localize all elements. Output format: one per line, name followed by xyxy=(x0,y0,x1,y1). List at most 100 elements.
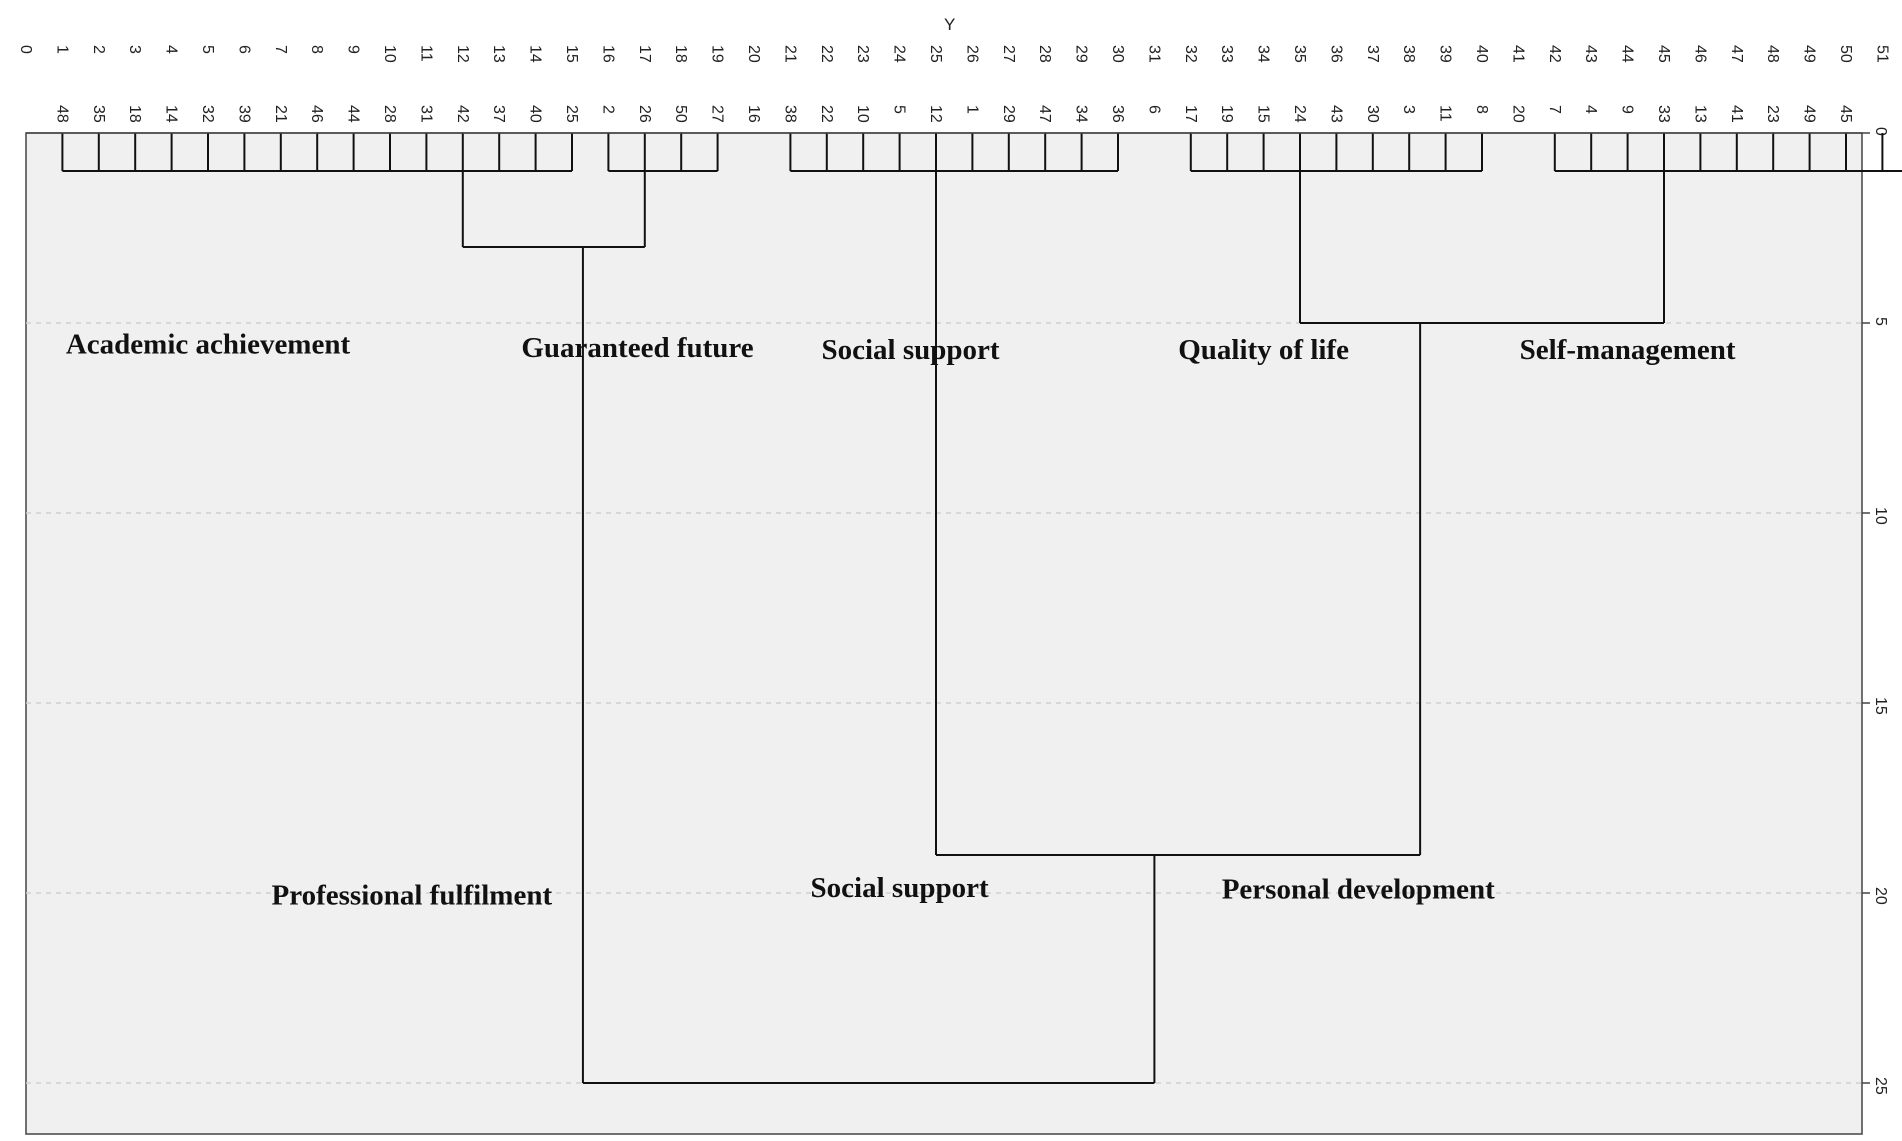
x-tick-label: 19 xyxy=(709,45,726,63)
x-tick-label: 31 xyxy=(1145,45,1162,63)
x-tick-label: 23 xyxy=(854,45,871,63)
x-tick-label: 28 xyxy=(1036,45,1053,63)
x-tick-label: 4 xyxy=(163,45,180,54)
leaf-label: 43 xyxy=(1327,105,1344,123)
x-tick-label: 2 xyxy=(90,45,107,54)
x-tick-label: 25 xyxy=(927,45,944,63)
x-tick-label: 30 xyxy=(1109,45,1126,63)
x-tick-label: 17 xyxy=(636,45,653,63)
leaf-label: 29 xyxy=(1000,105,1017,123)
leaf-label: 16 xyxy=(745,105,762,123)
x-tick-label: 38 xyxy=(1400,45,1417,63)
x-tick-label: 13 xyxy=(490,45,507,63)
x-tick-label: 42 xyxy=(1546,45,1563,63)
y-tick-label: 10 xyxy=(1872,507,1889,525)
leaf-label: 40 xyxy=(527,105,544,123)
x-tick-label: 44 xyxy=(1619,45,1636,63)
y-tick-label: 0 xyxy=(1872,127,1889,136)
x-tick-label: 36 xyxy=(1327,45,1344,63)
leaf-label: 1 xyxy=(963,105,980,114)
x-tick-label: 41 xyxy=(1509,45,1526,63)
x-tick-label: 29 xyxy=(1073,45,1090,63)
plot-panel xyxy=(25,132,1863,1135)
x-tick-label: 0 xyxy=(17,45,34,54)
cluster-label: Professional fulfilment xyxy=(272,879,553,911)
x-tick-label: 10 xyxy=(381,45,398,63)
x-tick-label: 7 xyxy=(272,45,289,54)
x-tick-label: 37 xyxy=(1364,45,1381,63)
leaf-label: 35 xyxy=(90,105,107,123)
x-tick-label: 45 xyxy=(1655,45,1672,63)
x-tick-label: 3 xyxy=(126,45,143,54)
x-tick-label: 8 xyxy=(308,45,325,54)
x-tick-label: 43 xyxy=(1582,45,1599,63)
leaf-label: 11 xyxy=(1437,105,1454,122)
x-tick-label: 18 xyxy=(672,45,689,63)
x-tick-label: 47 xyxy=(1728,45,1745,63)
x-tick-label: 48 xyxy=(1764,45,1781,63)
x-tick-label: 14 xyxy=(527,45,544,63)
x-tick-label: 49 xyxy=(1801,45,1818,63)
x-tick-label: 22 xyxy=(818,45,835,63)
leaf-label: 10 xyxy=(854,105,871,123)
leaf-label: 6 xyxy=(1145,105,1162,114)
x-tick-label: 6 xyxy=(235,45,252,54)
leaf-label: 13 xyxy=(1691,105,1708,123)
y-tick-label: 25 xyxy=(1872,1077,1889,1095)
leaf-label: 30 xyxy=(1364,105,1381,123)
x-tick-label: 51 xyxy=(1873,45,1890,63)
leaf-label: 23 xyxy=(1764,105,1781,123)
x-tick-label: 26 xyxy=(963,45,980,63)
x-tick-label: 24 xyxy=(891,45,908,63)
x-tick-label: 11 xyxy=(417,45,434,62)
leaf-label: 7 xyxy=(1546,105,1563,114)
leaf-label: 19 xyxy=(1218,105,1235,123)
leaf-label: 39 xyxy=(235,105,252,123)
leaf-label: 34 xyxy=(1073,105,1090,123)
cluster-label: Quality of life xyxy=(1178,334,1349,366)
leaf-label: 42 xyxy=(454,105,471,123)
x-tick-label: 27 xyxy=(1000,45,1017,63)
leaf-label: 49 xyxy=(1801,105,1818,123)
x-tick-label: 50 xyxy=(1837,45,1854,63)
y-tick-label: 15 xyxy=(1872,697,1889,715)
leaf-label: 2 xyxy=(599,105,616,114)
y-tick-label: 5 xyxy=(1872,317,1889,326)
x-tick-label: 20 xyxy=(745,45,762,63)
axis-title: Y xyxy=(944,15,955,34)
x-tick-label: 9 xyxy=(345,45,362,54)
x-tick-label: 39 xyxy=(1437,45,1454,63)
x-tick-label: 12 xyxy=(454,45,471,63)
cluster-label: Social support xyxy=(821,334,999,366)
x-tick-label: 21 xyxy=(781,45,798,63)
leaf-label: 4 xyxy=(1582,105,1599,114)
x-tick-label: 32 xyxy=(1182,45,1199,63)
x-tick-label: 40 xyxy=(1473,45,1490,63)
leaf-label: 31 xyxy=(417,105,434,123)
x-tick-label: 15 xyxy=(563,45,580,63)
x-tick-label: 46 xyxy=(1691,45,1708,63)
leaf-label: 47 xyxy=(1036,105,1053,123)
leaf-label: 12 xyxy=(927,105,944,123)
leaf-label: 38 xyxy=(781,105,798,123)
x-tick-label: 5 xyxy=(199,45,216,54)
leaf-label: 44 xyxy=(345,105,362,123)
leaf-label: 26 xyxy=(636,105,653,123)
leaf-label: 41 xyxy=(1728,105,1745,123)
leaf-label: 22 xyxy=(818,105,835,123)
leaf-label: 14 xyxy=(163,105,180,123)
leaf-label: 24 xyxy=(1291,105,1308,123)
x-tick-label: 35 xyxy=(1291,45,1308,63)
leaf-label: 5 xyxy=(891,105,908,114)
cluster-label: Guaranteed future xyxy=(521,332,753,364)
leaf-label: 18 xyxy=(126,105,143,123)
leaf-label: 15 xyxy=(1255,105,1272,123)
leaf-label: 25 xyxy=(563,105,580,123)
leaf-label: 32 xyxy=(199,105,216,123)
cluster-label: Self-management xyxy=(1520,334,1736,366)
leaf-label: 46 xyxy=(308,105,325,123)
cluster-label: Academic achievement xyxy=(66,328,351,360)
y-tick-label: 20 xyxy=(1872,887,1889,905)
